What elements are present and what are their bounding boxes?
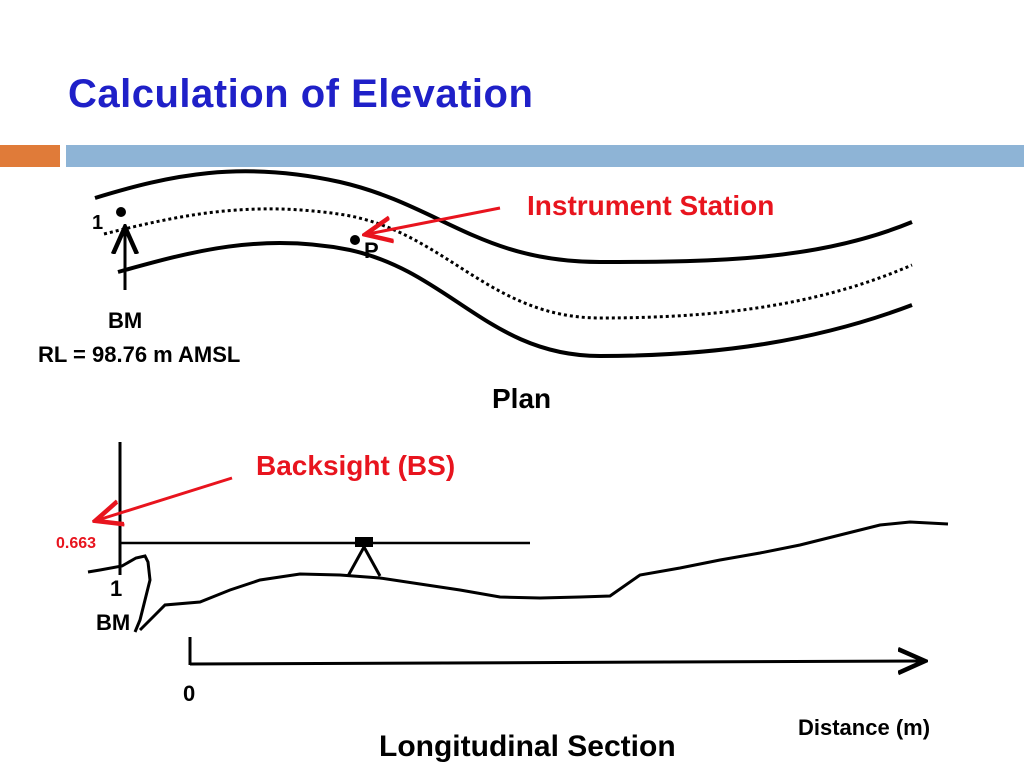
section-bm-label: BM (96, 610, 131, 635)
instrument-station-label: Instrument Station (527, 190, 775, 221)
section-caption: Longitudinal Section (379, 730, 676, 763)
bm-label: BM (108, 308, 143, 333)
point-p-marker (350, 235, 360, 245)
point-1-marker (116, 207, 126, 217)
backsight-label: Backsight (BS) (256, 450, 456, 481)
road-centerline (103, 207, 913, 320)
bs-reading-label: 0.663 (56, 535, 97, 552)
plan-point-1-label: 1 (92, 212, 104, 234)
ground-profile (87, 520, 949, 633)
instrument-station-arrow (368, 206, 501, 234)
road-edge-bottom (117, 241, 913, 359)
slide-title: Calculation of Elevation (68, 72, 534, 116)
accent-bar-blue (66, 145, 1024, 167)
backsight-arrow (98, 476, 233, 520)
rl-label: RL = 98.76 m AMSL (38, 342, 241, 367)
distance-axis-label: Distance (m) (798, 715, 931, 740)
plan-caption: Plan (492, 383, 552, 414)
section-point-1-label: 1 (110, 576, 123, 601)
level-instrument-icon (346, 537, 382, 577)
accent-bar-orange (0, 145, 60, 167)
origin-label: 0 (183, 681, 196, 706)
distance-axis (189, 661, 922, 664)
plan-point-p-label: P (364, 238, 379, 263)
road-edge-top (94, 169, 913, 265)
